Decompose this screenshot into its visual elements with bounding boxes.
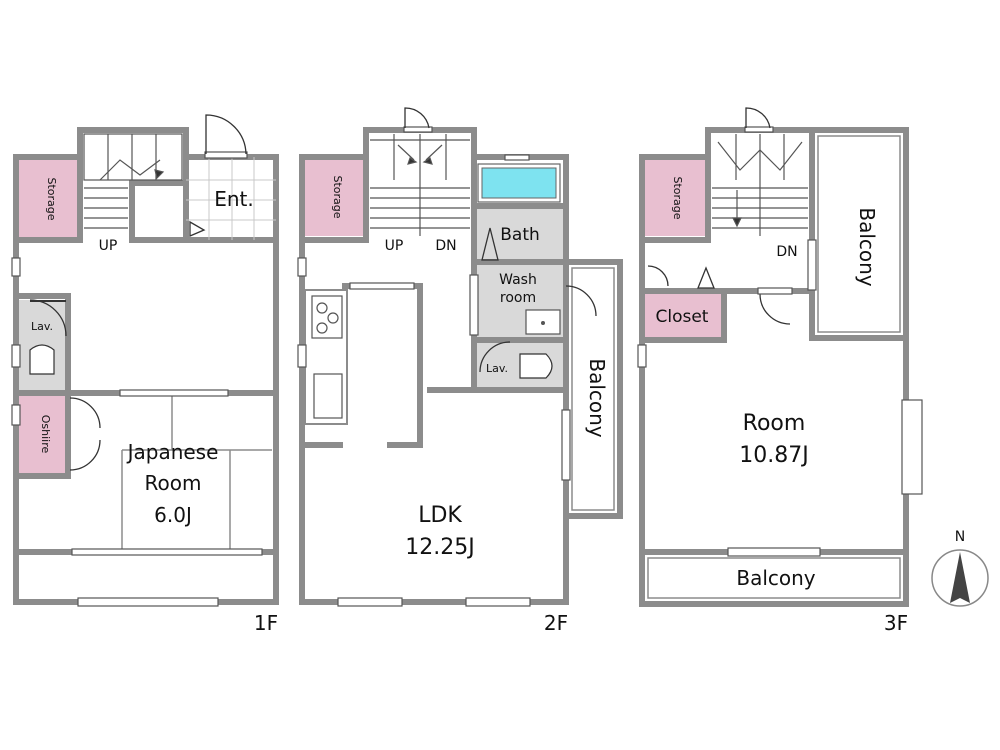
- sink-icon: [313, 373, 343, 419]
- wash-room-label-1: Wash: [499, 272, 537, 288]
- bathtub-icon: [481, 167, 557, 199]
- wash-room-label-2: room: [500, 290, 536, 306]
- entrance-label: Ent.: [214, 187, 254, 211]
- north-arrow-icon: [950, 552, 970, 603]
- entrance-door-1f: [204, 114, 248, 159]
- stairs-1f: [83, 133, 183, 229]
- storage-3f: [645, 160, 705, 236]
- room-size-3f: 10.87J: [739, 443, 808, 468]
- stairs-2f: [370, 134, 470, 236]
- up-label-1f: UP: [99, 238, 118, 254]
- balcony-bottom-label-3f: Balcony: [736, 566, 815, 590]
- balcony-top-label-3f: Balcony: [855, 207, 879, 286]
- room-label-3f: Room: [743, 411, 806, 436]
- japanese-room-size: 6.0J: [154, 503, 192, 527]
- oshiire-1f: [18, 396, 66, 474]
- ldk-label: LDK: [418, 503, 462, 528]
- balcony-label-2f: Balcony: [585, 358, 609, 437]
- storage-label-1f: Storage: [45, 177, 58, 220]
- toilet-icon: [519, 353, 553, 379]
- stairs-3f: [712, 134, 808, 236]
- japanese-room-label-1: Japanese: [126, 440, 219, 464]
- north-label: N: [955, 529, 965, 545]
- stove-icon: [311, 295, 343, 339]
- floor-label-3f: 3F: [884, 611, 908, 635]
- storage-label-2f: Storage: [331, 175, 344, 218]
- floor-2: Storage UP DN Bath Wash room Lav. Balcon…: [297, 107, 623, 635]
- closet-label: Closet: [656, 307, 709, 327]
- storage-label-3f: Storage: [671, 176, 684, 219]
- lav-label-2f: Lav.: [486, 362, 508, 375]
- lav-label-1f: Lav.: [31, 320, 53, 333]
- floor-label-2f: 2F: [544, 611, 568, 635]
- dn-label-3f: DN: [776, 244, 797, 260]
- balcony-2f: [563, 259, 623, 519]
- compass: N: [931, 529, 989, 607]
- up-label-2f: UP: [385, 238, 404, 254]
- japanese-room-label-2: Room: [145, 471, 202, 495]
- floor-1: Storage UP Ent. Lav. Oshiire Japanese Ro…: [11, 114, 279, 635]
- floor-3: Storage DN Closet Balcony Room 10.87J Ba…: [637, 107, 923, 635]
- balcony-top-3f: [809, 127, 909, 341]
- closet-3f: [645, 294, 723, 338]
- dn-label-2f: DN: [435, 238, 456, 254]
- floor-label-1f: 1F: [254, 611, 278, 635]
- storage-2f: [305, 160, 363, 236]
- toilet-icon: [29, 344, 55, 375]
- oshiire-label: Oshiire: [39, 415, 52, 454]
- storage-1f: [18, 160, 78, 238]
- ldk-size: 12.25J: [405, 535, 474, 560]
- bath-label: Bath: [500, 225, 540, 245]
